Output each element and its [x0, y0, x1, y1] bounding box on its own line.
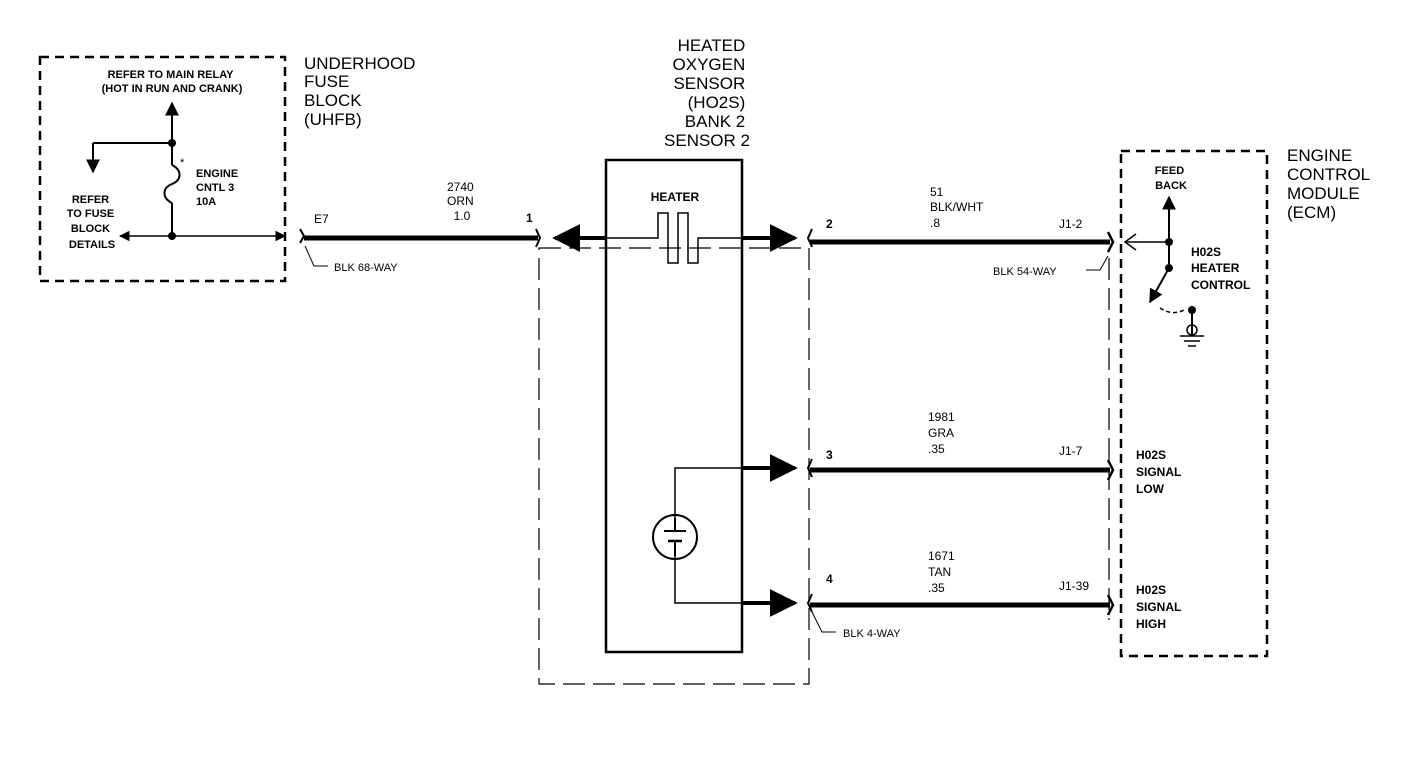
ecm-input-arrow	[1123, 233, 1137, 251]
connector-pin1-symbol	[535, 228, 542, 248]
ecm-title: ENGINE CONTROL MODULE (ECM)	[1287, 146, 1374, 222]
fuse-icon	[163, 164, 181, 204]
ecm-switch-arm	[1149, 267, 1170, 304]
relay-note: REFER TO MAIN RELAY (HOT IN RUN AND CRAN…	[102, 69, 243, 95]
uhfb-connector-label: BLK 68-WAY	[334, 262, 398, 274]
ecm-signal-high-label: H02S SIGNAL HIGH	[1136, 583, 1184, 631]
sensor-pin-1: 1	[526, 211, 533, 225]
ecm-pin-j1-2: J1-2	[1059, 217, 1083, 231]
sensor-pin-3: 3	[826, 448, 833, 462]
fuse-label: ENGINE CNTL 3 10A	[196, 168, 241, 208]
terminal-e7: E7	[314, 212, 329, 226]
uhfb-connector-leader	[304, 245, 328, 267]
wire-1671-label: 1671 TAN .35	[928, 549, 958, 595]
wire-51-label: 51 BLK/WHT .8	[930, 185, 986, 230]
connector-e7-symbol	[299, 228, 306, 244]
ecm-connector-label: BLK 54-WAY	[993, 266, 1057, 278]
heater-label: HEATER	[651, 190, 700, 204]
uhfb-title: UNDERHOOD FUSE BLOCK (UHFB)	[304, 54, 420, 129]
heater-element-icon	[606, 212, 742, 264]
sensor-pin-4: 4	[826, 572, 833, 586]
sensor-connector-label: BLK 4-WAY	[843, 628, 901, 640]
ecm-signal-low-label: H02S SIGNAL LOW	[1136, 448, 1184, 496]
ecm-box	[1119, 149, 1269, 658]
ecm-connector-leader	[1086, 255, 1109, 271]
ecm-pin-j1-7: J1-7	[1059, 444, 1083, 458]
wire-2740-label: 2740 ORN 1.0	[447, 180, 477, 223]
ecm-pin-j1-39: J1-39	[1059, 579, 1089, 593]
fuse-block-ref: REFER TO FUSE BLOCK DETAILS	[67, 194, 118, 251]
uhfb-box	[38, 55, 287, 283]
sensor-connector-leader	[811, 611, 836, 633]
fuse-star: *	[180, 157, 185, 169]
ecm-heater-control-label: H02S HEATER CONTROL	[1191, 245, 1250, 292]
sensor-box	[604, 158, 744, 654]
ground-icon	[1180, 335, 1204, 347]
wire-1981-label: 1981 GRA .35	[928, 410, 958, 456]
ecm-switch-control-link	[1159, 307, 1185, 314]
sensor-title: HEATED OXYGEN SENSOR (HO2S) BANK 2 SENSO…	[664, 36, 750, 150]
ecm-feedback-label: FEED BACK	[1155, 165, 1187, 192]
sensor-pin-2: 2	[826, 217, 833, 231]
